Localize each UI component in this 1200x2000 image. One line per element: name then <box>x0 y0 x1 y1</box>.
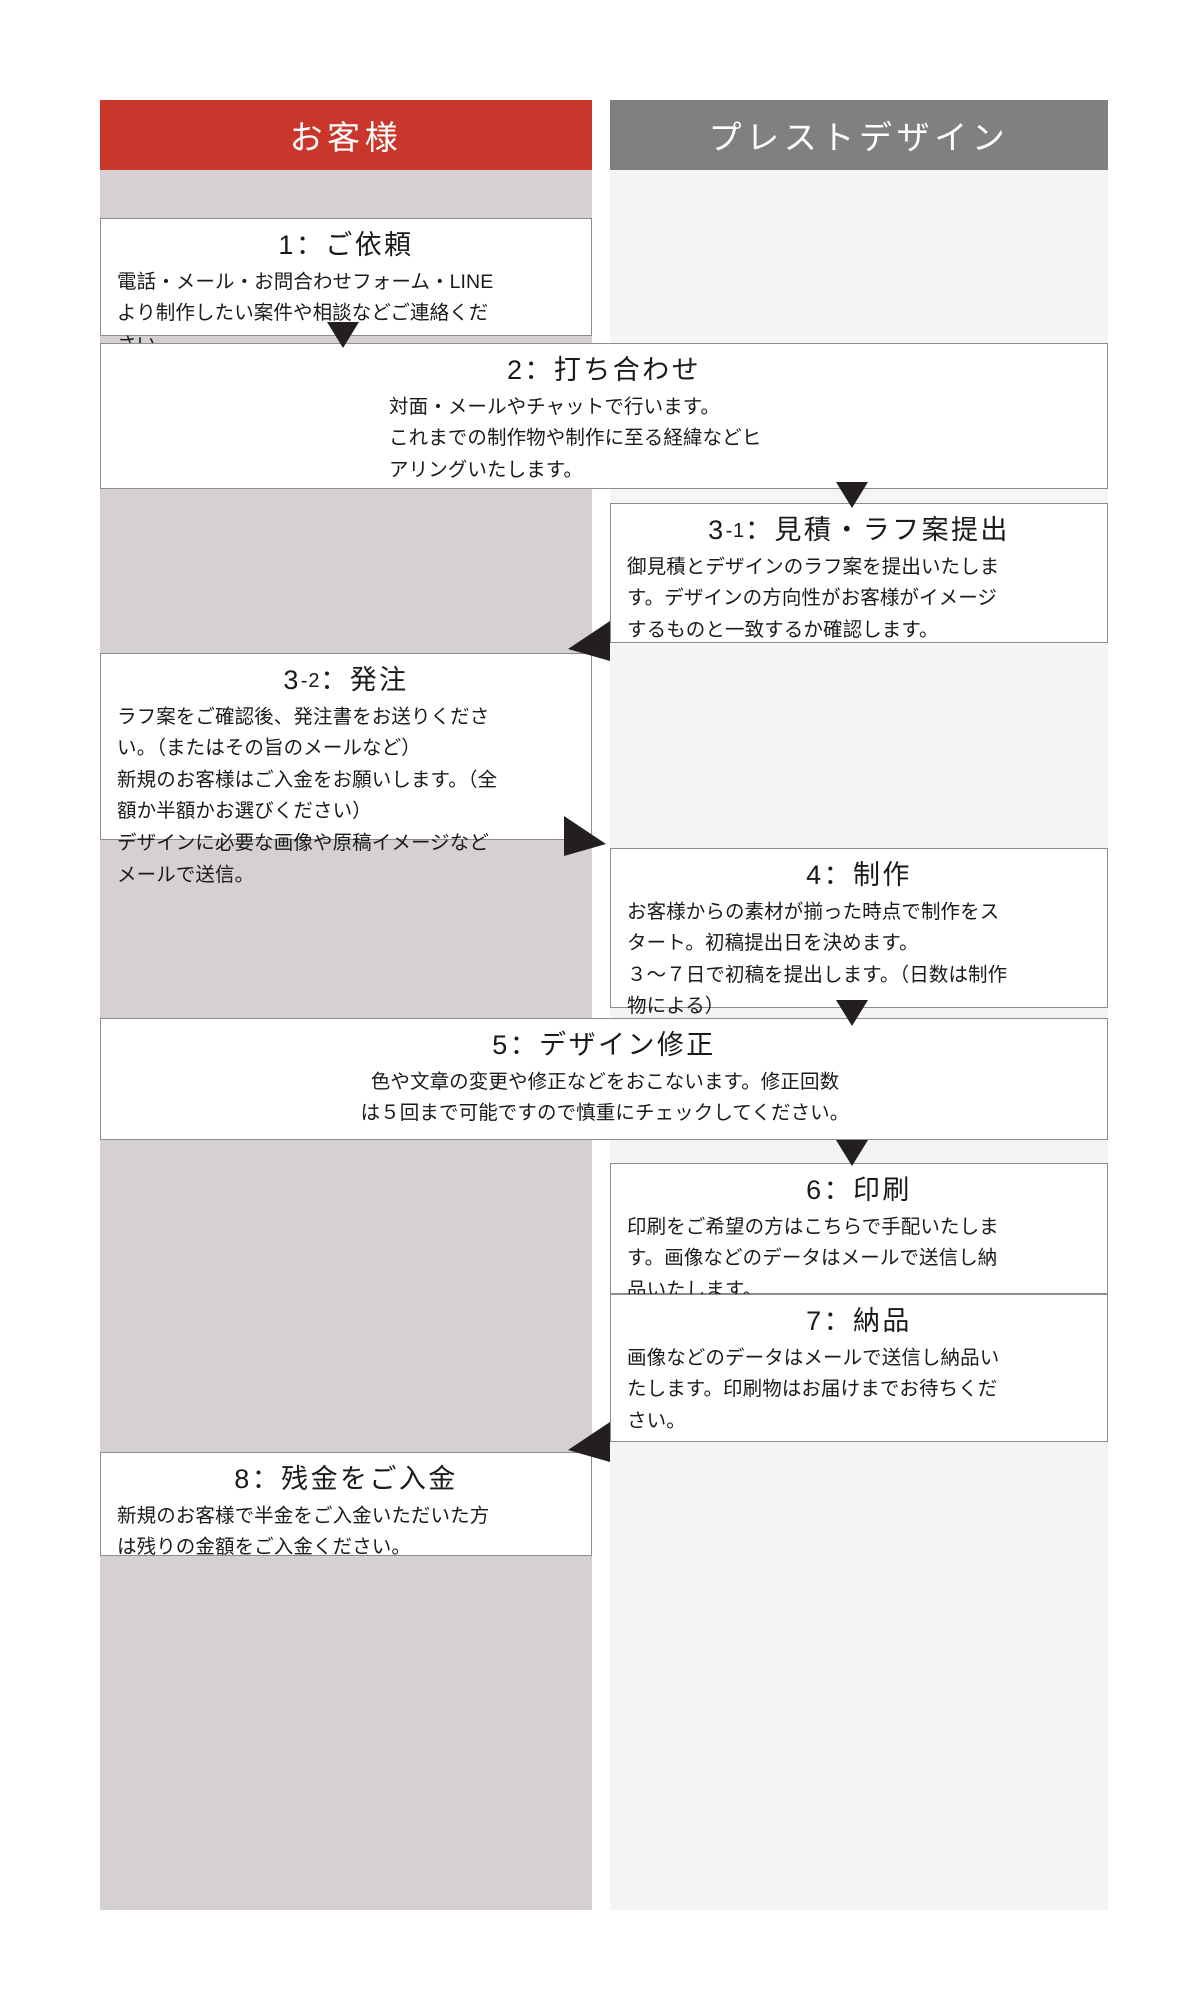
lane-title-customer: お客様 <box>289 119 403 156</box>
process-number-3-1: 3 <box>708 515 726 545</box>
process-title-5: 5：デザイン修正 <box>492 1030 716 1060</box>
connector-arrow-5-to-6 <box>836 1140 868 1166</box>
lane-header-customer: お客様 <box>100 100 592 170</box>
connector-arrow-4-to-5 <box>836 1000 868 1026</box>
process-box-5[interactable]: 5：デザイン修正 色や文章の変更や修正などをおこないます。修正回数 は５回まで可… <box>100 1018 1108 1140</box>
process-title-4: 4：制作 <box>806 860 912 890</box>
process-body-3-2: ラフ案をご確認後、発注書をお送りくださ い。（またはその旨のメールなど） 新規の… <box>117 705 498 886</box>
process-subnumber-3-1: -1 <box>725 520 745 542</box>
process-box-3-2[interactable]: 3-2：発注 ラフ案をご確認後、発注書をお送りくださ い。（またはその旨のメール… <box>100 653 592 886</box>
process-subnumber-3-2: -2 <box>300 670 321 692</box>
process-number-3-2: 3 <box>283 665 301 695</box>
lane-title-presto: プレストデザイン <box>708 119 1010 156</box>
process-body-2: 対面・メールやチャットで行います。 これまでの制作物や制作に至る経緯などヒ アリ… <box>389 395 762 481</box>
process-titletext-3-2: ：発注 <box>320 665 409 695</box>
process-title-3-1: 3-1：見積・ラフ案提出 <box>611 504 1107 552</box>
process-titletext-3-1: ：見積・ラフ案提出 <box>744 515 1010 545</box>
process-box-4[interactable]: 4：制作 お客様からの素材が揃った時点で制作をス タート。初稿提出日を決めます。… <box>610 848 1108 1017</box>
process-title-6: 6：印刷 <box>806 1175 912 1205</box>
process-body-1: 電話・メール・お問合わせフォーム・LINE より制作したい案件や相談などご連絡く… <box>117 270 494 356</box>
process-body-8: 新規のお客様で半金をご入金いただいた方 は残りの金額をご入金ください。 <box>117 1504 490 1559</box>
process-title-1: 1：ご依頼 <box>278 230 414 260</box>
process-box-6[interactable]: 6：印刷 印刷をご希望の方はこちらで手配いたしま す。画像などのデータはメールで… <box>610 1163 1108 1301</box>
process-title-8: 8：残金をご入金 <box>234 1464 458 1494</box>
process-title-7: 7：納品 <box>806 1306 912 1336</box>
process-body-3-1: 御見積とデザインのラフ案を提出いたしま す。デザインの方向性がお客様がイメージ … <box>627 555 1000 641</box>
process-body-6: 印刷をご希望の方はこちらで手配いたしま す。画像などのデータはメールで送信し納 … <box>627 1215 999 1301</box>
process-box-2[interactable]: 2：打ち合わせ 対面・メールやチャットで行います。 これまでの制作物や制作に至る… <box>100 343 1108 489</box>
connector-arrow-1-to-2 <box>327 322 359 348</box>
process-body-7: 画像などのデータはメールで送信し納品い たします。印刷物はお届けまでお待ちくだ … <box>627 1346 1000 1432</box>
process-title-3-2: 3-2：発注 <box>101 654 591 702</box>
process-box-7[interactable]: 7：納品 画像などのデータはメールで送信し納品い たします。印刷物はお届けまでお… <box>610 1294 1108 1442</box>
process-body-5: 色や文章の変更や修正などをおこないます。修正回数 は５回まで可能ですので慎重にチ… <box>360 1070 850 1125</box>
process-body-4: お客様からの素材が揃った時点で制作をス タート。初稿提出日を決めます。 ３〜７日… <box>627 900 1008 1018</box>
process-box-8[interactable]: 8：残金をご入金 新規のお客様で半金をご入金いただいた方 は残りの金額をご入金く… <box>100 1452 592 1558</box>
process-box-3-1[interactable]: 3-1：見積・ラフ案提出 御見積とデザインのラフ案を提出いたしま す。デザインの… <box>610 503 1108 643</box>
lane-header-presto: プレストデザイン <box>610 100 1108 170</box>
process-box-1[interactable]: 1：ご依頼 電話・メール・お問合わせフォーム・LINE より制作したい案件や相談… <box>100 218 592 356</box>
connector-arrow-2-to-3-1 <box>836 482 868 508</box>
process-title-2: 2：打ち合わせ <box>506 355 702 385</box>
